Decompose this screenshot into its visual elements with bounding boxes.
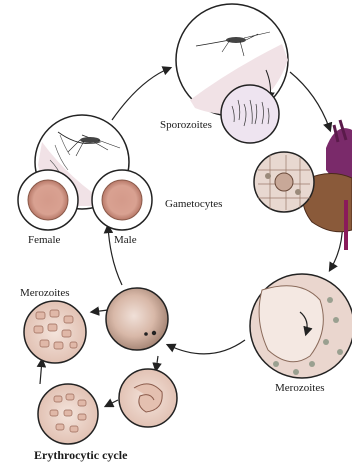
- liver-cells-circle: [254, 152, 314, 212]
- sporozoites-circle: [221, 85, 279, 143]
- arrow-trophozoite-to-schizont: [106, 400, 118, 406]
- male-gametocyte: [92, 170, 152, 230]
- liver-merozoites-circle: [250, 274, 352, 378]
- infected-rbc-center: [106, 288, 168, 350]
- merozoites-left-label: Merozoites: [20, 287, 69, 299]
- arrow-liver-merozoites-to-rbc: [168, 340, 245, 354]
- merozoites-right-label: Merozoites: [275, 382, 324, 394]
- arrow-rbc-to-merozoites: [92, 310, 108, 312]
- erythrocytic-merozoites-circle: [24, 301, 86, 363]
- female-label: Female: [28, 234, 60, 246]
- erythrocytic-cycle-label: Erythrocytic cycle: [34, 448, 128, 462]
- male-label: Male: [114, 234, 137, 246]
- sporozoites-label: Sporozoites: [160, 119, 212, 131]
- arrow-rbc-to-trophozoite: [156, 356, 158, 370]
- schizont-circle: [38, 384, 98, 444]
- arrow-sporozoites-to-liver: [290, 72, 330, 130]
- arrow-gametocytes-to-mosquito: [112, 68, 170, 120]
- gametocytes-label: Gametocytes: [165, 198, 222, 210]
- arrow-schizont-to-merozoites: [40, 360, 42, 384]
- female-gametocyte: [18, 170, 78, 230]
- trophozoite-circle: [119, 369, 177, 427]
